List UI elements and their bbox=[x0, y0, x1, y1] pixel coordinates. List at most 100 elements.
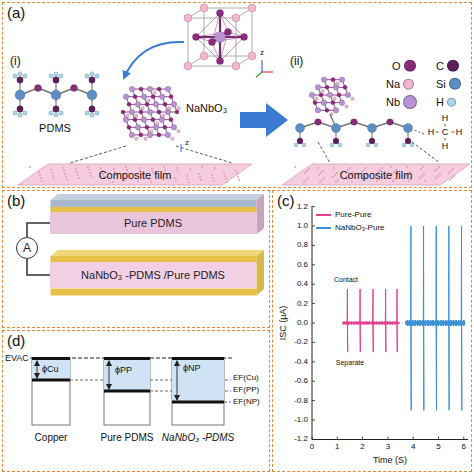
film-particle bbox=[213, 180, 215, 182]
process-arrow bbox=[240, 103, 288, 137]
atom-symbol: H bbox=[442, 113, 449, 123]
sodium-atom bbox=[177, 129, 180, 132]
carbon-atom bbox=[53, 106, 59, 112]
film-particle bbox=[64, 173, 66, 175]
sodium-atom bbox=[232, 62, 240, 70]
legend-item: NaNbO₃-Pure bbox=[335, 223, 385, 232]
energy-level-label: ϕCu bbox=[42, 364, 59, 374]
legend-item: H bbox=[436, 96, 456, 109]
legend-swatch bbox=[403, 78, 414, 89]
tick-label: 3 bbox=[386, 442, 390, 451]
legend-item: C bbox=[436, 60, 459, 73]
material-label: NaNbO₃ -PDMS bbox=[162, 432, 234, 444]
oxygen-atom bbox=[224, 28, 231, 35]
figure-panel: (a) bbox=[2, 2, 472, 188]
tick-mark bbox=[337, 437, 338, 440]
film-particle bbox=[303, 181, 305, 183]
hydrogen-atom bbox=[366, 143, 370, 147]
node-label: NaNbO₃ -PDMS /Pure PDMS bbox=[81, 269, 225, 281]
film-particle bbox=[175, 180, 177, 182]
film-particle bbox=[214, 167, 216, 169]
hydrogen-atom bbox=[18, 113, 22, 117]
oxygen-atom bbox=[315, 119, 322, 126]
annotation: Contact bbox=[334, 276, 358, 284]
niobium-atom bbox=[315, 85, 321, 91]
film-particle bbox=[434, 170, 436, 172]
legend-swatch bbox=[447, 60, 459, 72]
tick-mark bbox=[312, 361, 315, 362]
legend-label: Nb bbox=[386, 96, 400, 109]
carbon-atom bbox=[17, 77, 23, 83]
band-column bbox=[172, 358, 224, 425]
methane-bond bbox=[436, 132, 439, 133]
cell-edge bbox=[188, 66, 236, 67]
tick-mark bbox=[312, 420, 315, 421]
legend-swatch bbox=[447, 97, 456, 106]
hydrogen-atom bbox=[13, 111, 17, 115]
curved-arrow bbox=[124, 42, 184, 78]
tick-label: 6 bbox=[462, 442, 466, 451]
oxygen-atom bbox=[145, 102, 149, 106]
niobium-atom bbox=[159, 94, 165, 100]
niobium-atom bbox=[171, 125, 177, 131]
film-layer: Pure PDMS bbox=[50, 212, 256, 234]
film-particle bbox=[187, 178, 189, 180]
tick-label: -0.2 bbox=[294, 338, 308, 347]
panel-letter: (c) bbox=[277, 192, 295, 209]
film-particle bbox=[294, 166, 296, 168]
atom-symbol: H bbox=[428, 127, 435, 137]
legend-item: Pure-Pure bbox=[335, 210, 371, 219]
zoom-line bbox=[70, 146, 126, 163]
sodium-atom bbox=[141, 106, 144, 109]
hydrogen-atom bbox=[302, 143, 306, 147]
ammeter-symbol: A bbox=[16, 237, 38, 259]
figure-panel: (b)APure PDMSNaNbO₃ -PDMS /Pure PDMS bbox=[2, 190, 270, 328]
legend-label: H bbox=[436, 96, 444, 109]
energy-level-label: ϕPP bbox=[115, 365, 132, 375]
hydrogen-atom bbox=[338, 143, 342, 147]
cell-edge bbox=[252, 8, 253, 56]
niobium-atom bbox=[321, 77, 327, 83]
oxygen-atom bbox=[145, 125, 149, 129]
legend-label: NaNbO₃-Pure bbox=[335, 223, 385, 232]
oxygen-atom bbox=[169, 95, 173, 99]
legend-item: Nb bbox=[386, 95, 417, 109]
niobium-atom bbox=[147, 109, 153, 115]
methane-bond bbox=[445, 124, 446, 127]
film-particle bbox=[199, 176, 201, 178]
film-particle bbox=[212, 177, 214, 179]
oxygen-atom bbox=[71, 85, 78, 92]
tick-mark bbox=[312, 381, 315, 382]
fermi-level-line bbox=[224, 402, 231, 403]
hydrogen-atom bbox=[49, 74, 53, 78]
material-label: Copper bbox=[35, 432, 68, 444]
work-function-fill bbox=[172, 358, 224, 402]
film-particle bbox=[437, 175, 439, 177]
tick-label: 1.2 bbox=[297, 202, 308, 211]
tick-mark bbox=[312, 439, 315, 440]
film-particle bbox=[226, 181, 228, 183]
film-particle bbox=[177, 170, 179, 172]
oxygen-atom bbox=[163, 125, 167, 129]
film-particle bbox=[53, 178, 55, 180]
carbon-atom bbox=[333, 138, 339, 144]
film-particle bbox=[351, 181, 353, 183]
film-particle bbox=[424, 180, 426, 182]
oxygen-atom bbox=[121, 110, 125, 114]
energy-level-label: EF(NP) bbox=[233, 397, 260, 406]
hydrogen-atom bbox=[54, 72, 58, 76]
niobium-atom bbox=[333, 108, 339, 114]
oxygen-atom bbox=[216, 9, 223, 16]
methane-bond bbox=[452, 132, 455, 133]
film-particle bbox=[100, 167, 102, 169]
work-function-arrow bbox=[37, 361, 38, 378]
film-particle bbox=[62, 167, 64, 169]
hydrogen-atom bbox=[90, 113, 94, 117]
axis-line bbox=[312, 439, 468, 440]
legend-label: Pure-Pure bbox=[335, 210, 371, 219]
oxygen-atom bbox=[163, 102, 167, 106]
axis-line bbox=[181, 144, 182, 152]
film-particle bbox=[308, 168, 310, 170]
carbon-atom bbox=[89, 77, 95, 83]
